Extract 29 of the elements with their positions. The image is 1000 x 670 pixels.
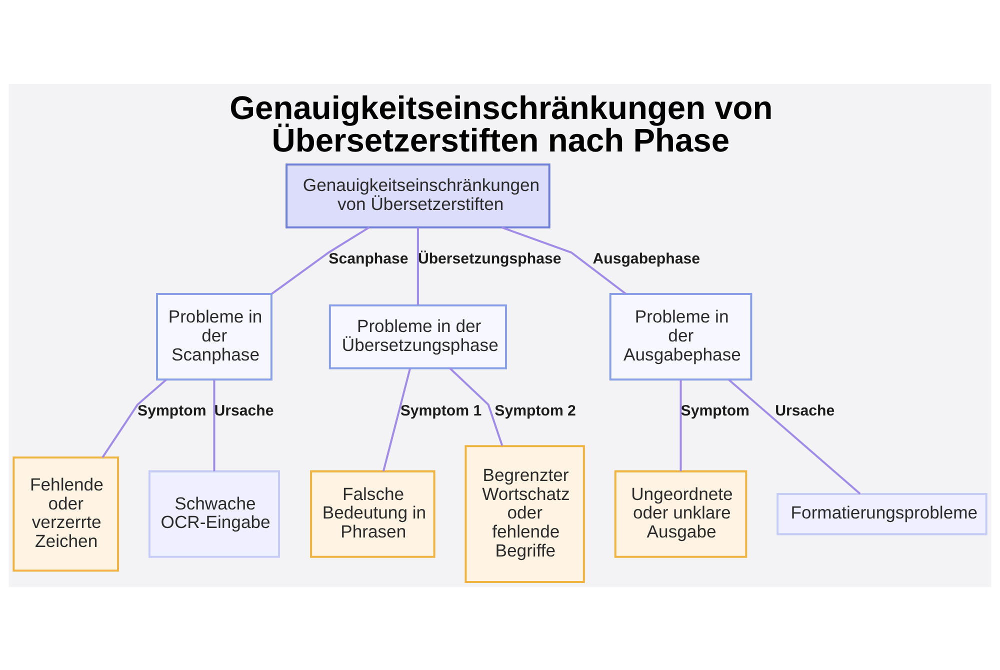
- connector: [213, 379, 216, 471]
- edge-label: Ursache: [775, 402, 835, 419]
- edge-label: Übersetzungsphase: [418, 250, 562, 267]
- node-box: Begrenzter Wortschatz oder fehlende Begriffe: [464, 444, 585, 582]
- connector: [449, 366, 504, 446]
- edge-label: Ursache: [214, 402, 274, 419]
- connector: [416, 227, 419, 305]
- edge-label: Symptom 2: [494, 402, 576, 419]
- node-box: Formatierungsprobleme: [776, 492, 988, 535]
- edge-label: Symptom: [138, 402, 206, 419]
- node-box: Probleme in der Scanphase: [156, 292, 272, 380]
- node-box: Probleme in der Ausgabephase: [609, 292, 752, 380]
- node-box: Schwache OCR-Eingabe: [148, 470, 280, 558]
- node-box: Probleme in der Übersetzungsphase: [328, 304, 507, 369]
- edge-label: Scanphase: [328, 250, 408, 267]
- edge-label: Ausgabephase: [592, 250, 700, 267]
- edge-label: Symptom 1: [400, 402, 482, 419]
- connector: [382, 368, 412, 471]
- diagram-title: Genauigkeitseinschränkungen von Übersetzerstiften nach Phase: [230, 88, 773, 158]
- node-box: Ungeordnete oder unklare Ausgabe: [614, 470, 748, 558]
- node-box: Fehlende oder verzerrte Zeichen: [12, 456, 120, 572]
- connector: [502, 226, 626, 294]
- connector: [728, 378, 861, 494]
- edge-label: Symptom: [680, 402, 750, 419]
- connector: [102, 378, 167, 458]
- connector: [271, 226, 370, 294]
- node-box: Genauigkeitseinschränkungen von Übersetzerstiften: [286, 162, 550, 228]
- connector: [680, 379, 682, 471]
- node-box: Falsche Bedeutung in Phrasen: [310, 470, 436, 558]
